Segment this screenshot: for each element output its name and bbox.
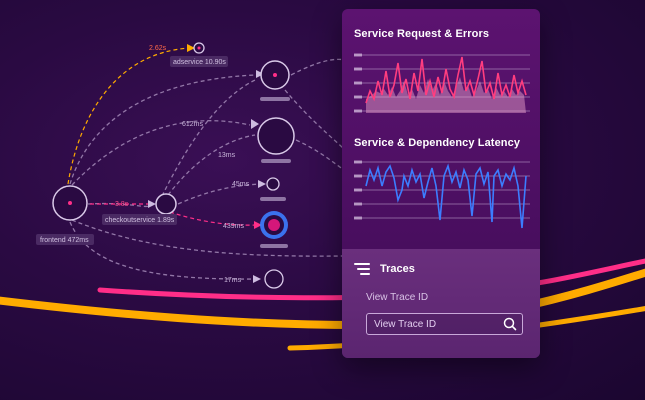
edge-frontend-node-bottom [69, 221, 259, 280]
search-icon[interactable] [501, 315, 519, 333]
latency-chart [354, 160, 530, 229]
node-3 [266, 177, 280, 191]
node-hot-pill [260, 244, 288, 248]
edge-checkout-node4 [177, 183, 263, 205]
arrow-hot [254, 221, 262, 229]
trace-id-search [366, 313, 523, 335]
node-checkout [155, 193, 177, 215]
node-frontend-label: frontend 472ms [40, 237, 89, 244]
traces-list-icon [354, 263, 370, 275]
edge-frontend-node3 [73, 202, 153, 208]
edge-frontend-node1 [69, 74, 256, 185]
edge-label-e5: 45ms [232, 181, 250, 188]
edge-label-e4: 13ms [218, 152, 236, 159]
node-2 [257, 117, 295, 155]
edge-node1-down [284, 89, 346, 151]
edge-node2-out [295, 139, 345, 171]
node-1-pill [260, 97, 290, 101]
latency-line [365, 163, 527, 229]
edge-frontend-ad [67, 47, 191, 185]
traces-header[interactable]: Traces [354, 263, 415, 275]
arrow-ad [187, 44, 195, 52]
requests-area [366, 77, 526, 113]
edge-label-e3: 612ms [182, 121, 204, 128]
traces-section: Traces View Trace ID [342, 249, 540, 358]
node-3-pill [260, 197, 286, 201]
arrow-5 [148, 200, 156, 208]
view-trace-label: View Trace ID [366, 292, 429, 303]
edge-checkout-node1 [161, 79, 256, 197]
trace-id-input[interactable] [367, 317, 501, 331]
errors-line [365, 56, 527, 104]
node-ad-label: adservice 10.90s [173, 59, 226, 66]
service-detail-panel: Service Request & Errors Service & Depen… [342, 9, 540, 358]
edge-label-e7: 17ms [224, 277, 242, 284]
edge-label-e2: 3.8s [115, 201, 129, 208]
traces-label: Traces [380, 263, 415, 275]
edge-checkout-hot [169, 211, 258, 226]
latency-title: Service & Dependency Latency [354, 137, 521, 149]
arrow-4 [253, 275, 261, 283]
requests-errors-title: Service Request & Errors [354, 28, 490, 40]
edge-frontend-node2 [71, 120, 251, 186]
arrow-3 [258, 180, 266, 188]
edge-frontend-down [71, 219, 343, 257]
edge-label-e1: 2.62s [149, 45, 167, 52]
node-checkout-label: checkoutservice 1.89s [105, 217, 175, 224]
node-bottom [264, 269, 284, 289]
arrow-1 [256, 70, 264, 78]
edge-checkout-node2 [167, 134, 256, 196]
requests-errors-chart [354, 53, 530, 113]
node-2-pill [261, 159, 291, 163]
edge-label-e6: 439ms [223, 223, 245, 230]
arrow-2 [251, 119, 259, 129]
edge-node1-out [290, 58, 346, 76]
